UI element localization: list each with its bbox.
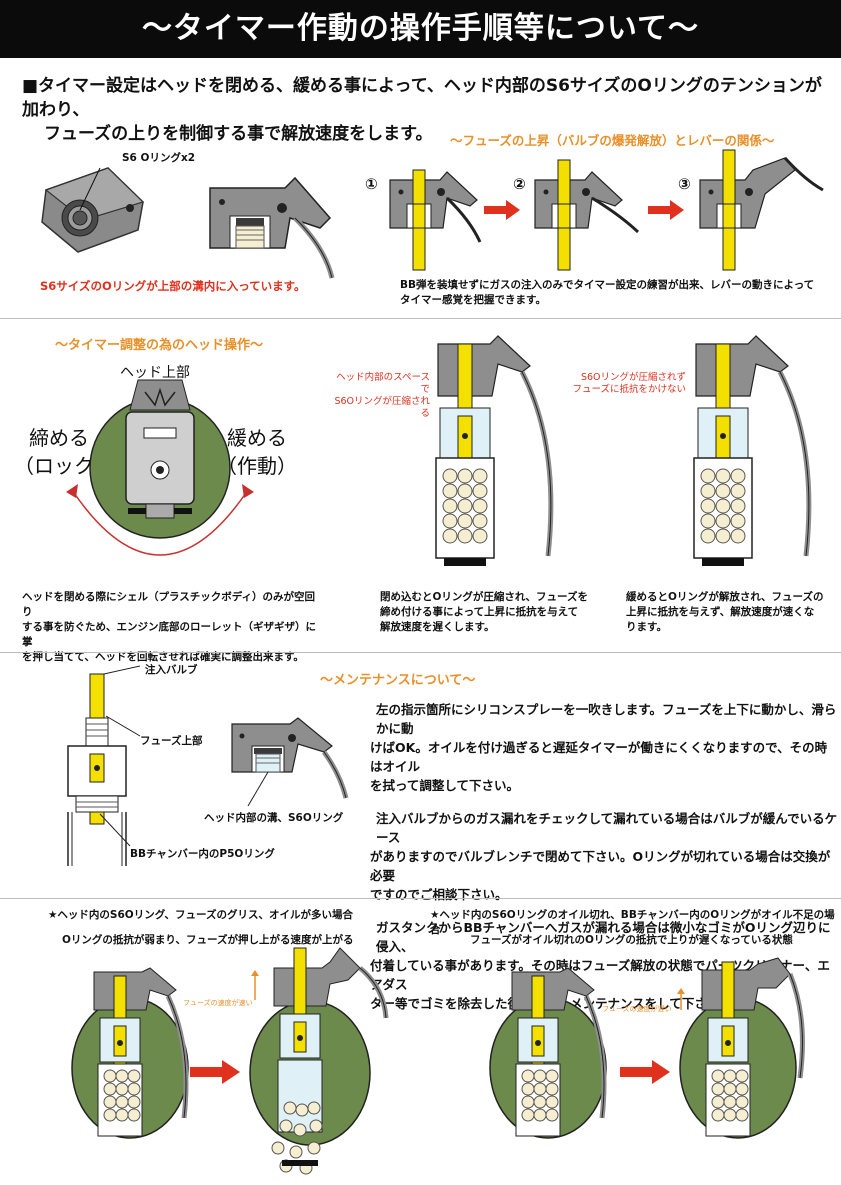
slow-arrow-up (677, 988, 685, 1010)
head-operation-title: 〜タイマー調整の為のヘッド操作〜 (55, 338, 264, 353)
red-arrow-left (190, 1060, 240, 1084)
too-much-oil-sub: Oリングの抵抗が弱まり、フューズが押し上がる速度が上がる (62, 934, 354, 946)
grenade-dry-after (679, 957, 805, 1139)
note-mid-3: 解放速度を遅くします。 (380, 621, 495, 633)
note-mid-1: 閉め込むとOリングが圧縮され、フューズを (380, 591, 589, 603)
note-mid: 閉め込むとOリングが圧縮され、フューズを 締め付ける事によって上昇に抵抗を与えて… (380, 590, 600, 635)
label-valve: 注入バルブ (145, 664, 198, 676)
label-fuse-top: フューズ上部 (140, 735, 203, 747)
head-oring-illustration (41, 167, 145, 253)
page-title: 〜タイマー作動の操作手順等について〜 (141, 11, 700, 46)
oring-caption: S6サイズのOリングが上部の溝内に入っています。 (40, 279, 306, 293)
not-compressed-label: S6Oリングが圧縮されず フューズに抵抗をかけない (568, 372, 686, 396)
maintenance-head-section (231, 717, 349, 807)
lever-stage-2 (534, 159, 640, 271)
maint-p2-2: がありますのでバルブレンチで閉めて下さい。Oリングが切れている場合は交換が必要 (370, 849, 831, 883)
practice-line-2: タイマー感覚を把握できます。 (400, 294, 546, 306)
note-right-2: 上昇に抵抗を与えず、解放速度が速くな (626, 606, 815, 618)
maint-p1-1: 左の指示箇所にシリコンスプレーを一吹きします。フューズを上下に動かし、滑らかに動 (376, 702, 837, 736)
relation-title: 〜フューズの上昇（バルブの爆発解放）とレバーの関係〜 (450, 133, 775, 148)
note-left-3: を押し当てて、ヘッドを回転させれば確実に調整出来ます。 (22, 651, 304, 663)
maint-p1-2: けばOK。オイルを付け過ぎると遅延タイマーが働きにくくなりますので、その時はオイ… (370, 740, 828, 774)
arrow-2 (648, 200, 684, 220)
lever-stage-3 (699, 149, 824, 271)
note-right: 緩めるとOリングが解放され、フューズの 上昇に抵抗を与えず、解放速度が速くな り… (626, 590, 836, 635)
divider-1 (0, 318, 841, 319)
note-mid-2: 締め付ける事によって上昇に抵抗を与えて (380, 606, 579, 618)
step-1-marker: ① (365, 175, 378, 193)
divider-3 (0, 898, 841, 899)
loosen-text: 緩める (227, 426, 287, 450)
oring-label: S6 Oリングx2 (122, 152, 196, 164)
note-right-1: 緩めるとOリングが解放され、フューズの (626, 591, 824, 603)
oil-shortage-sub: フューズがオイル切れのOリングの抵抗で上りが遅くなっている状態 (470, 934, 793, 946)
maintenance-text: 左の指示箇所にシリコンスプレーを一吹きします。フューズを上下に動かし、滑らかに動… (370, 700, 838, 1013)
lever-stage-1 (389, 169, 482, 271)
speed-slow-label: フューズの速度が遅い (602, 1005, 672, 1013)
note-right-3: ります。 (626, 621, 667, 633)
divider-2 (0, 652, 841, 653)
compressed-line-2: S6Oリングが圧縮される (334, 396, 430, 419)
maint-p2-1: 注入バルブからのガス漏れをチェックして漏れている場合はバルブが緩んでいるケース (376, 811, 838, 845)
intro-line-1: ■タイマー設定はヘッドを閉める、緩める事によって、ヘッド内部のS6サイズのOリン… (22, 76, 822, 120)
step-2-marker: ② (513, 175, 526, 193)
practice-line-1: BB弾を装填せずにガスの注入のみでタイマー設定の練習が出来、レバーの動きによって (400, 279, 815, 291)
note-left: ヘッドを閉める際にシェル（プラスチックボディ）のみが空回り する事を防ぐため、エ… (22, 590, 322, 665)
intro-line-2: フューズの上りを制御する事で解放速度をします。 (44, 124, 433, 144)
tighten-text: 締める (29, 426, 89, 450)
title-bar (0, 0, 841, 58)
red-arrow-right (620, 1060, 670, 1084)
arrow-1 (484, 200, 520, 220)
compressed-label: ヘッド内部のスペースで S6Oリングが圧縮される (330, 372, 430, 420)
note-left-1: ヘッドを閉める際にシェル（プラスチックボディ）のみが空回り (22, 591, 316, 618)
grenade-not-compressed (693, 335, 812, 566)
oil-shortage-title: ★ヘッド内のS6Oリングのオイル切れ、BBチャンバー内のOリングがオイル不足の場… (430, 909, 835, 936)
speed-fast-label: フューズの速度が速い (183, 999, 253, 1007)
not-compressed-line-1: S6Oリングが圧縮されず (580, 372, 686, 383)
compressed-line-1: ヘッド内部のスペースで (336, 372, 430, 395)
grenade-oily-after (249, 947, 389, 1175)
too-much-oil-title: ★ヘッド内のS6Oリング、フューズのグリス、オイルが多い場合 (48, 909, 353, 921)
maint-p3-1: ガスタンクからBBチャンバーへガスが漏れる場合は微小なゴミがOリング辺りに侵入、 (376, 920, 831, 954)
grenade-dry-before (489, 967, 607, 1139)
fast-arrow-up (251, 970, 259, 1000)
grenade-oily-before (71, 967, 189, 1139)
step-3-marker: ③ (678, 175, 691, 193)
label-head-groove: ヘッド内部の溝、S6Oリング (204, 812, 344, 824)
note-left-2: する事を防ぐため、エンジン底部のローレット（ギザギザ）に掌 (22, 621, 316, 648)
maint-p1-3: を拭って調整して下さい。 (370, 778, 520, 793)
label-bb-chamber: BBチャンバー内のP5Oリング (130, 848, 275, 860)
grenade-compressed (435, 335, 554, 566)
maintenance-cross-section (67, 665, 141, 866)
maint-p2-3: ですのでご相談下さい。 (370, 887, 508, 902)
head-top-label: ヘッド上部 (120, 365, 190, 381)
not-compressed-line-2: フューズに抵抗をかけない (572, 384, 686, 395)
maintenance-title: 〜メンテナンスについて〜 (320, 673, 476, 688)
intro-text: ■タイマー設定はヘッドを閉める、緩める事によって、ヘッド内部のS6サイズのOリン… (22, 74, 822, 146)
head-top-view (66, 379, 254, 556)
head-cross-section (209, 176, 335, 279)
